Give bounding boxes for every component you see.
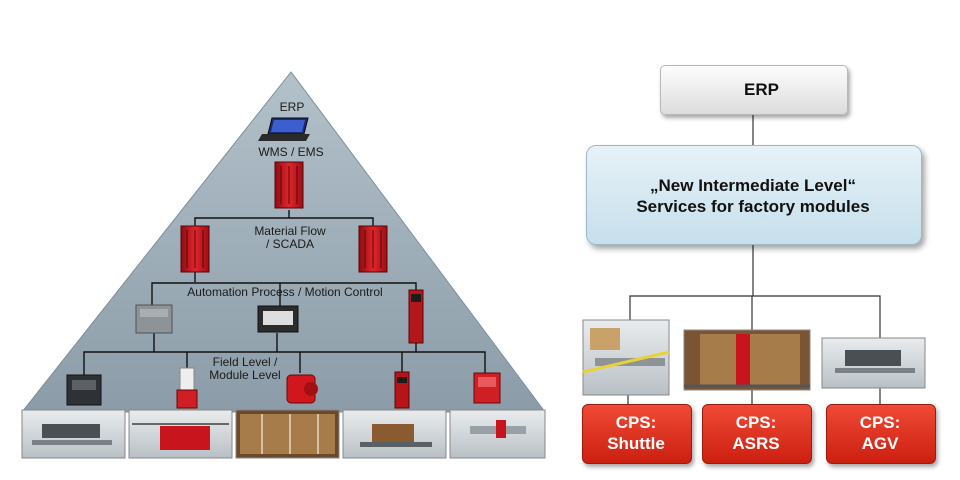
drive-icon xyxy=(408,289,424,344)
cps-agv-label: CPS: AGV xyxy=(826,412,934,454)
machine-photo xyxy=(582,319,670,396)
erp-box-label: ERP xyxy=(744,80,779,99)
cps-shuttle-name: Shuttle xyxy=(607,434,665,453)
drive-icon xyxy=(394,371,410,409)
level-label-field: Field Level / xyxy=(212,355,278,369)
cps-asrs-label: CPS: ASRS xyxy=(702,412,810,454)
cps-shuttle-prefix: CPS: xyxy=(615,413,657,432)
level-label-erp: ERP xyxy=(279,100,305,114)
controller-icon xyxy=(358,225,388,273)
cps-shuttle-box xyxy=(582,404,692,464)
level-label-wms: WMS / EMS xyxy=(258,145,324,159)
intermediate-level-text: „New Intermediate Level“ Services for fa… xyxy=(586,175,920,217)
laptop-icon xyxy=(258,117,310,141)
cps-agv-box xyxy=(826,404,936,464)
cps-asrs-name: ASRS xyxy=(732,434,780,453)
level-label-material-flow: Material Flow xyxy=(254,224,326,238)
drive-icon xyxy=(257,305,299,333)
intermediate-level-box xyxy=(586,145,922,245)
machine-photo xyxy=(821,337,926,389)
controller-icon xyxy=(274,161,304,209)
machine-photo xyxy=(342,409,447,459)
cps-agv-prefix: CPS: xyxy=(859,413,901,432)
machine-photo xyxy=(683,329,811,391)
cps-asrs-box xyxy=(702,404,812,464)
machine-photo xyxy=(235,409,340,459)
drive-icon xyxy=(286,374,318,404)
cps-asrs-prefix: CPS: xyxy=(735,413,777,432)
machine-photo xyxy=(128,409,233,459)
pyramid-connectors xyxy=(83,210,486,375)
hierarchy-connectors xyxy=(627,113,881,404)
machine-photo xyxy=(449,409,546,459)
cps-shuttle-label: CPS: Shuttle xyxy=(582,412,690,454)
machine-photo xyxy=(21,409,126,459)
drive-icon xyxy=(66,374,102,406)
drive-icon xyxy=(473,372,501,404)
drive-icon xyxy=(135,304,173,334)
erp-box xyxy=(660,65,848,115)
controller-icon xyxy=(180,225,210,273)
intermediate-level-subtitle: Services for factory modules xyxy=(636,197,870,216)
intermediate-level-title: „New Intermediate Level“ xyxy=(650,176,856,195)
cps-agv-name: AGV xyxy=(861,434,899,453)
level-label-automation: Automation Process / Motion Control xyxy=(187,285,383,299)
level-label-module: Module Level xyxy=(209,368,281,382)
drive-icon xyxy=(176,367,198,409)
level-label-scada: / SCADA xyxy=(265,237,314,251)
